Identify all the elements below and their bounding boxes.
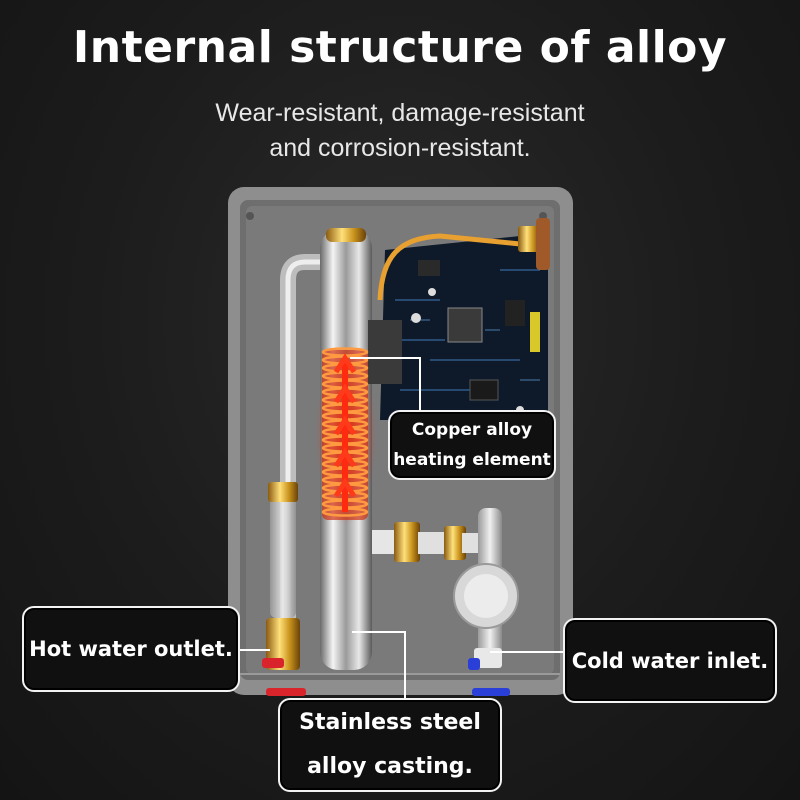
copper-wire xyxy=(377,233,521,301)
page-title: Internal structure of alloy xyxy=(72,22,728,73)
page-subtitle: Wear-resistant, damage-resistant and cor… xyxy=(0,96,800,166)
leader-lines xyxy=(240,357,563,700)
callout-copper-heating-element: Copper alloy heating element xyxy=(388,410,556,480)
hot-outlet-port xyxy=(266,688,306,696)
callout-hot-water-outlet: Hot water outlet. xyxy=(22,606,240,692)
leader-steel xyxy=(352,631,406,700)
leader-copper xyxy=(350,357,421,412)
inlet-assembly xyxy=(372,508,519,668)
callout-hot-label: Hot water outlet. xyxy=(29,637,233,661)
callout-copper-line-1: Copper alloy xyxy=(411,420,533,440)
cold-inlet-marker xyxy=(468,658,480,670)
outlet-pipe xyxy=(266,254,333,670)
cold-inlet-port xyxy=(472,688,510,696)
callout-cold-label: Cold water inlet. xyxy=(571,648,769,673)
callout-steel-line-2: alloy casting. xyxy=(307,754,473,779)
callout-stainless-steel-casting: Stainless steel alloy casting. xyxy=(278,698,502,792)
callout-cold-water-inlet: Cold water inlet. xyxy=(563,618,777,703)
hot-outlet-marker xyxy=(262,658,284,668)
callout-steel-line-1: Stainless steel xyxy=(299,710,481,735)
subtitle-line-2: and corrosion-resistant. xyxy=(269,134,531,162)
terminal-connector xyxy=(518,226,540,252)
callout-copper-line-2: heating element xyxy=(393,450,551,470)
subtitle-line-1: Wear-resistant, damage-resistant xyxy=(215,99,585,127)
heating-element xyxy=(316,345,376,525)
